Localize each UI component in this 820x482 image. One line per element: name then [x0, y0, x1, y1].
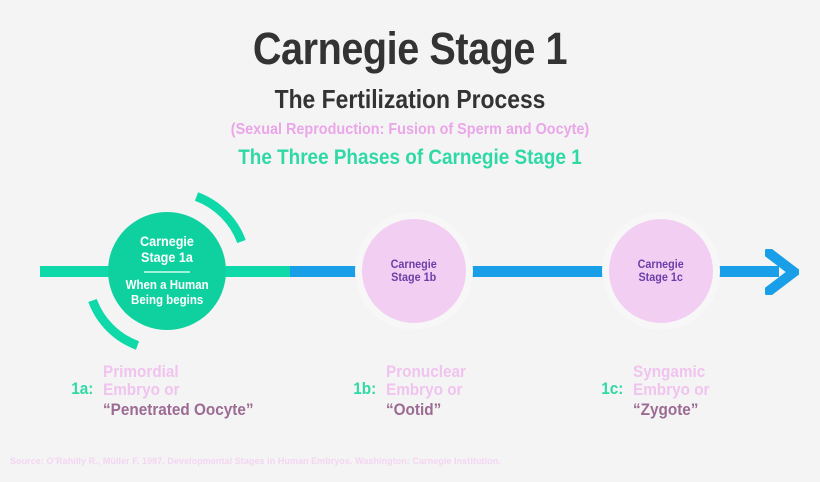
timeline-line-blue	[290, 266, 779, 277]
node-1a-caption: When a Human Being begins	[125, 278, 208, 308]
header-block: Carnegie Stage 1 The Fertilization Proce…	[0, 26, 820, 168]
node-1b-title-line1: Carnegie	[390, 256, 438, 271]
source-citation: Source: O’Rahilly R., Müller F. 1987. De…	[10, 456, 501, 467]
page-subtitle: The Fertilization Process	[274, 84, 546, 114]
node-1c-title: Carnegie Stage 1c	[637, 256, 685, 285]
timeline-node-1a[interactable]: Carnegie Stage 1a When a Human Being beg…	[108, 212, 226, 330]
legend-1c-line2: Embryo or	[632, 380, 710, 400]
legend-entry-1b: 1b: Pronuclear Embryo or “Ootid”	[352, 362, 475, 433]
timeline-node-1b[interactable]: Carnegie Stage 1b	[362, 219, 466, 323]
page-parenthetical: (Sexual Reproduction: Fusion of Sperm an…	[230, 121, 590, 138]
legend-1b-line1: Pronuclear	[385, 362, 466, 381]
node-1a-title-line1: Carnegie	[140, 233, 194, 250]
legend-1c-line3: “Zygote”	[632, 399, 699, 419]
legend-1a-line2: Embryo or	[102, 380, 180, 400]
legend-1a-text: Primordial Embryo or “Penetrated Oocyte”	[102, 362, 270, 420]
node-1b-title-line2: Stage 1b	[391, 270, 437, 284]
node-1a-divider	[144, 271, 190, 274]
legend-1c-key: 1c:	[601, 379, 624, 398]
legend-1b-line3: “Ootid”	[385, 399, 441, 419]
node-1a-caption-line2: Being begins	[130, 293, 204, 308]
legend-1c-line1: Syngamic	[632, 362, 705, 381]
legend-1b-text: Pronuclear Embryo or “Ootid”	[385, 362, 475, 420]
node-1c-title-line1: Carnegie	[637, 256, 685, 271]
legend-1b-key: 1b:	[353, 379, 377, 398]
node-1a-title: Carnegie Stage 1a	[140, 233, 194, 265]
timeline-node-1c[interactable]: Carnegie Stage 1c	[609, 219, 713, 323]
legend-entry-1a: 1a: Primordial Embryo or “Penetrated Ooc…	[70, 362, 270, 433]
node-1c-title-line2: Stage 1c	[638, 270, 684, 284]
phases-heading: The Three Phases of Carnegie Stage 1	[238, 146, 582, 169]
legend-1a-line3: “Penetrated Oocyte”	[102, 399, 254, 419]
legend-1b-line2: Embryo or	[385, 380, 463, 400]
legend-1c-text: Syngamic Embryo or “Zygote”	[632, 362, 718, 420]
timeline: Carnegie Stage 1a When a Human Being beg…	[0, 192, 820, 355]
legend-1a-key: 1a:	[71, 379, 94, 398]
legend-1a-line1: Primordial	[102, 362, 179, 381]
arrow-right-icon	[765, 249, 799, 295]
node-1a-title-line2: Stage 1a	[141, 248, 193, 265]
node-1a-caption-line1: When a Human	[125, 278, 209, 293]
page-title: Carnegie Stage 1	[252, 23, 568, 74]
node-1b-title: Carnegie Stage 1b	[390, 256, 438, 285]
legend-entry-1c: 1c: Syngamic Embryo or “Zygote”	[600, 362, 718, 433]
